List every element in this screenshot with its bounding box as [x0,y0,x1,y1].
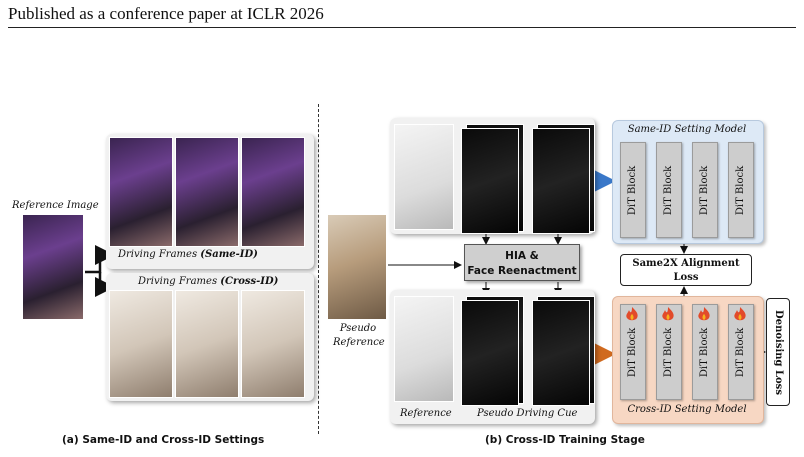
hia-face-reenactment-box: HIA &Face Reenactment [464,244,580,281]
denoising-loss-box: Denoising Loss [766,298,790,406]
same-id-reference-photo [394,124,454,230]
panel-divider [318,104,319,434]
cross-id-frames-label: Driving Frames (Cross-ID) [138,276,279,287]
page-header: Published as a conference paper at ICLR … [8,4,324,23]
flame-icon [626,307,638,321]
panel-b-caption: (b) Cross-ID Training Stage [485,434,645,446]
dit-block: DiT Block [620,142,646,238]
reference-image-label: Reference Image [12,200,99,211]
cross-id-frame-3 [241,290,305,398]
reference-image [22,214,84,320]
pose-cue-stack-front [532,128,590,234]
same-id-frame-2 [175,137,239,247]
dit-block: DiT Block [656,142,682,238]
cross-id-frame-2 [175,290,239,398]
cross-id-frame-1 [109,290,173,398]
reference-label: Reference [400,408,452,419]
header-rule [8,27,796,28]
face-cue-stack-front [461,128,519,234]
dit-block: DiT Block [692,142,718,238]
flame-icon [734,307,746,321]
panel-a-caption: (a) Same-ID and Cross-ID Settings [62,434,265,446]
same-id-frame-1 [109,137,173,247]
pseudo-driving-cue-label: Pseudo Driving Cue [477,408,578,419]
cross-id-model-title: Cross-ID Setting Model [627,404,747,415]
cross-id-reference-photo [394,296,454,402]
same-id-frame-3 [241,137,305,247]
flame-icon [698,307,710,321]
pseudo-face-cue-front [461,300,519,406]
same-id-frames-label: Driving Frames (Same-ID) [118,249,258,260]
dit-block: DiT Block [728,142,754,238]
pseudo-reference-photo [327,214,387,320]
pseudo-pose-cue-front [532,300,590,406]
same-id-model-title: Same-ID Setting Model [627,124,747,135]
flame-icon [662,307,674,321]
